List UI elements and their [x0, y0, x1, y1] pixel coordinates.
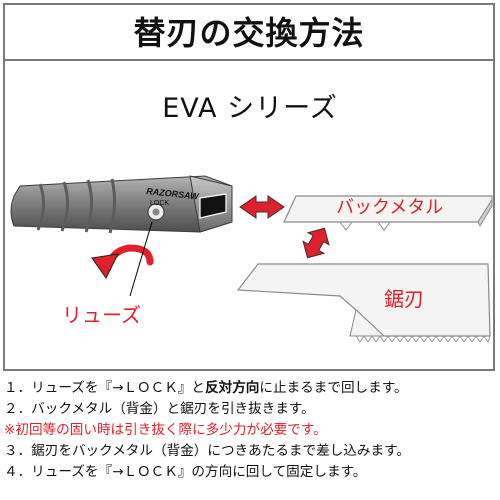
back-metal-label: バックメタル: [336, 197, 443, 218]
instruction-step-1: １．リューズを『→ＬＯＣＫ』と反対方向に止まるまで回します。: [4, 380, 408, 396]
back-metal-part: [283, 195, 493, 231]
saw-blade-part: [236, 263, 491, 344]
instructions-list: １．リューズを『→ＬＯＣＫ』と反対方向に止まるまで回します。 ２．バックメタル（…: [4, 378, 498, 483]
page-title: 替刃の交換方法: [133, 14, 365, 52]
handle-lock-text: LOCK: [150, 200, 169, 207]
title-box: 替刃の交換方法: [3, 3, 495, 61]
vertical-double-arrow-icon: [302, 227, 330, 259]
horizontal-double-arrow-icon: [239, 195, 285, 219]
screw-leader-line: [129, 221, 153, 297]
screw-label: リューズ: [62, 303, 141, 327]
instruction-warning: ※初回等の固い時は引き抜く際に多少力が必要です。: [4, 422, 327, 438]
series-name: EVA シリーズ: [162, 93, 338, 124]
saw-handle: [10, 175, 233, 234]
opposite-direction-emphasis: 反対方向: [205, 380, 260, 396]
instruction-step-4: ４．リューズを『→ＬＯＣＫ』の方向に回して固定します。: [4, 464, 367, 480]
instruction-step-3: ３．鋸刃をバックメタル（背金）につきあたるまで差し込みます。: [4, 443, 410, 459]
blade-replacement-illustration: RAZORSAW LOCK リューズ バックメタル 鋸刃: [10, 175, 493, 344]
blade-label: 鋸刃: [384, 287, 424, 311]
rotate-arrow-icon: [91, 244, 154, 279]
illustration-frame: [3, 3, 495, 371]
instruction-step-2: ２．バックメタル（背金）と鋸刃を引き抜きます。: [4, 401, 315, 417]
